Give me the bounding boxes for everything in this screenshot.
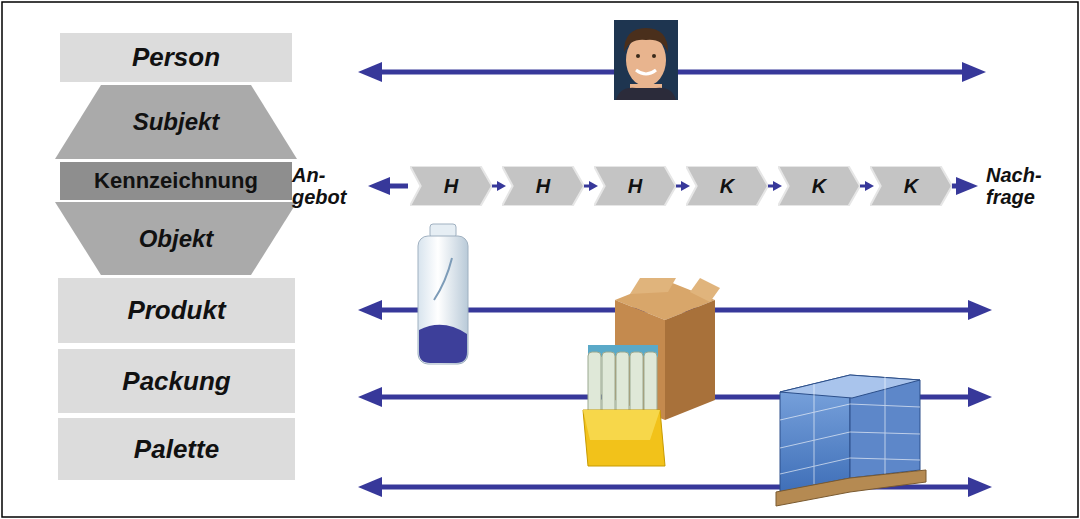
flow-connector bbox=[768, 181, 782, 191]
node-label: H bbox=[444, 175, 458, 198]
node-label: Packung bbox=[122, 366, 230, 397]
node-label: Subjekt bbox=[133, 108, 220, 136]
flow-end-label: An- gebot bbox=[292, 164, 346, 208]
package-box bbox=[583, 278, 720, 466]
node-label: H bbox=[536, 175, 550, 198]
flow-arrows bbox=[358, 62, 992, 497]
stage-chevron: K bbox=[870, 166, 952, 206]
flow-connector bbox=[860, 181, 874, 191]
marking-band: Kennzeichnung bbox=[60, 162, 292, 200]
object-trapezoid: Objekt bbox=[55, 202, 297, 275]
stage-chevron: K bbox=[778, 166, 860, 206]
stage-chevron: H bbox=[594, 166, 676, 206]
stage-chevron: K bbox=[686, 166, 768, 206]
flow-connector bbox=[492, 181, 506, 191]
pallet bbox=[776, 375, 926, 506]
node-label: Kennzeichnung bbox=[94, 168, 258, 194]
person-box: Person bbox=[60, 33, 292, 82]
subject-trapezoid: Subjekt bbox=[55, 85, 297, 159]
stage-chevron: H bbox=[410, 166, 492, 206]
stage-chevron: H bbox=[502, 166, 584, 206]
product-box: Produkt bbox=[58, 278, 295, 343]
flow-connector bbox=[676, 181, 690, 191]
pallet-box: Palette bbox=[58, 418, 295, 480]
flow-connector bbox=[584, 181, 598, 191]
node-label: H bbox=[628, 175, 642, 198]
node-label: Palette bbox=[134, 434, 219, 465]
node-label: Person bbox=[132, 42, 220, 73]
node-label: Produkt bbox=[127, 295, 225, 326]
node-label: Objekt bbox=[139, 225, 214, 253]
node-label: K bbox=[904, 175, 918, 198]
package-box: Packung bbox=[58, 349, 295, 413]
person-photo bbox=[614, 20, 678, 100]
bottle-product bbox=[418, 224, 468, 364]
flow-end-label: Nach- frage bbox=[986, 164, 1042, 208]
node-label: K bbox=[720, 175, 734, 198]
node-label: K bbox=[812, 175, 826, 198]
